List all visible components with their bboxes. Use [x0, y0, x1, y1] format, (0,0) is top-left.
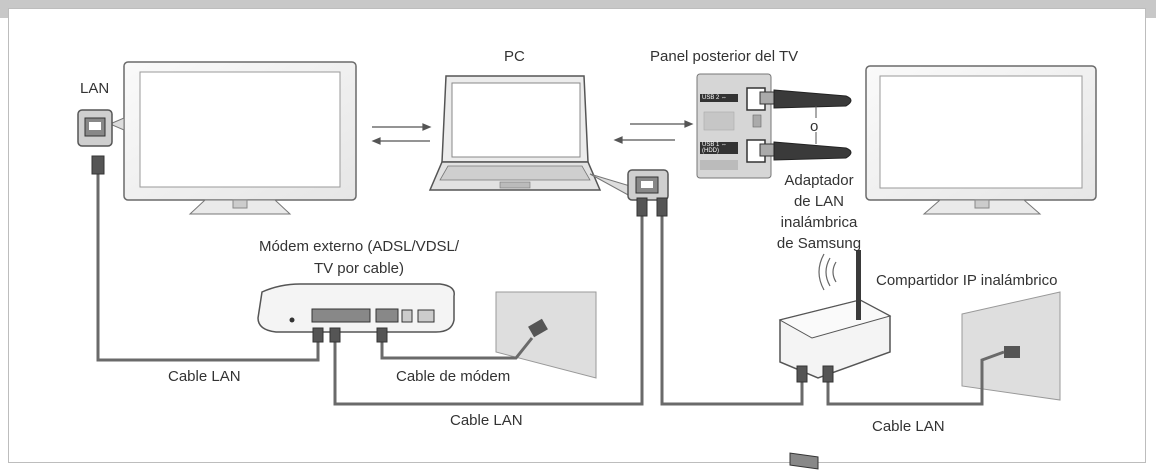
wall-socket-router — [961, 291, 1061, 401]
wireless-lan-dongles — [759, 89, 852, 161]
or-label: o — [810, 118, 819, 135]
wall-socket-modem — [495, 291, 597, 379]
rj45-plugs — [91, 155, 834, 383]
pc-label: PC — [504, 48, 525, 65]
right-tv — [865, 65, 1097, 215]
wireless-router-label: Compartidor IP inalámbrico — [876, 272, 1058, 289]
left-tv — [123, 61, 357, 215]
adapter-label-line1: Adaptador — [784, 172, 854, 189]
usb1-port-label: USB 1 ⇔ — [702, 142, 728, 148]
pc-laptop — [428, 75, 602, 191]
adapter-label-line4: de Samsung — [776, 235, 862, 252]
cables — [96, 170, 1005, 406]
cable-lan-right-label: Cable LAN — [872, 418, 945, 435]
adapter-label-line2: de LAN — [793, 193, 845, 210]
usb1-port-sublabel: (HDD) — [702, 148, 719, 154]
external-modem — [257, 283, 455, 333]
arrows-right — [613, 120, 694, 144]
tv-back-panel-label: Panel posterior del TV — [650, 48, 799, 65]
cable-lan-middle-label: Cable LAN — [450, 412, 523, 429]
cable-lan-left-label: Cable LAN — [168, 368, 241, 385]
cable-modem-label: Cable de módem — [396, 368, 511, 385]
usb2-port-label: USB 2 ⇔ — [702, 95, 728, 101]
lan-port-callout — [77, 109, 125, 147]
tv-back-panel — [696, 73, 772, 179]
adapter-label-line3: inalámbrica — [780, 214, 858, 231]
pc-lan-callout — [589, 169, 669, 201]
modem-label-line1: Módem externo (ADSL/VDSL/ — [258, 238, 460, 255]
lan-label: LAN — [80, 80, 110, 97]
arrows-left — [371, 123, 432, 145]
wireless-signal-icon — [818, 253, 837, 291]
wireless-router — [778, 250, 892, 470]
modem-label-line2: TV por cable) — [313, 260, 405, 277]
